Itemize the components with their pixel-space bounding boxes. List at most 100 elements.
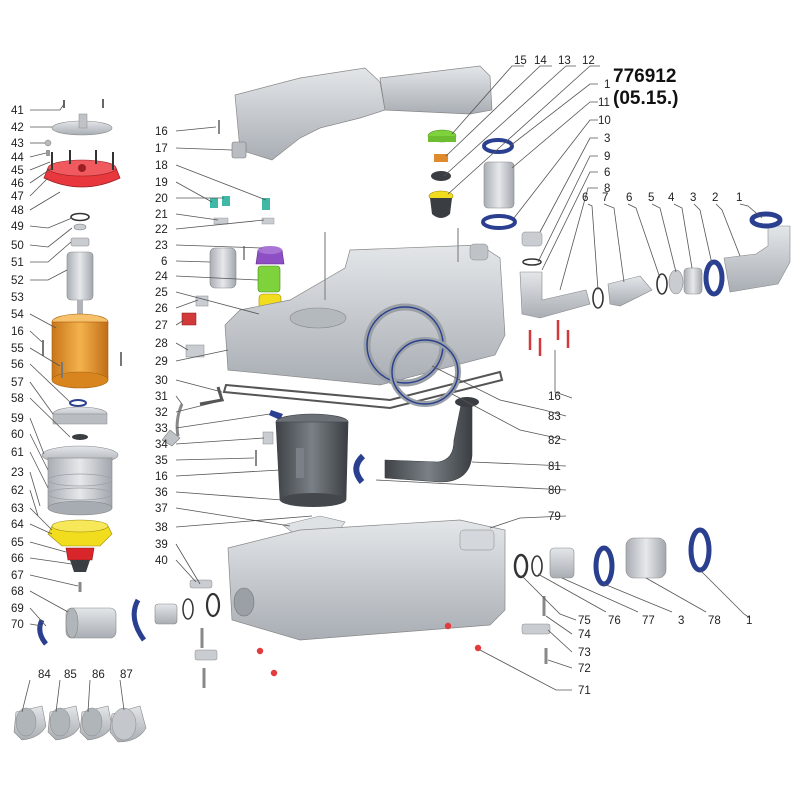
- callout-c29: 29: [155, 356, 168, 368]
- callout-c36: 36: [155, 487, 168, 499]
- outlet-clamp-82: [391, 339, 459, 405]
- foot-2: [270, 669, 278, 677]
- callout-c24: 24: [155, 271, 168, 283]
- coupling-11: [483, 161, 515, 209]
- foot-4: [474, 644, 482, 652]
- callout-c58: 58: [11, 393, 24, 405]
- o-ring-6a: [592, 287, 604, 309]
- callout-c54: 54: [11, 309, 24, 321]
- callout-c37: 37: [155, 503, 168, 515]
- callout-c5: 5: [648, 192, 654, 204]
- nut-67: [70, 560, 90, 572]
- nipple-77: [549, 547, 575, 579]
- part-code-block: 776912 (05.15.): [613, 66, 678, 110]
- valve-body: [430, 198, 452, 218]
- callout-c80: 80: [548, 485, 561, 497]
- callout-c30: 30: [155, 375, 168, 387]
- callout-c18: 18: [155, 160, 168, 172]
- coupling-78: [625, 537, 667, 579]
- clamp-1-top: [482, 138, 514, 154]
- callout-c47: 47: [11, 191, 24, 203]
- elbow-8: [519, 271, 591, 319]
- callout-c50: 50: [11, 240, 24, 252]
- callout-c6b: 6: [604, 167, 610, 179]
- callout-c6d: 6: [626, 192, 632, 204]
- callout-c63: 63: [11, 503, 24, 515]
- callout-c28: 28: [155, 338, 168, 350]
- callout-c6c: 6: [582, 192, 588, 204]
- red-switch-28: [181, 312, 197, 326]
- callout-c83: 83: [548, 411, 561, 423]
- callout-c55: 55: [11, 343, 24, 355]
- black-seal-13: [431, 171, 451, 181]
- screw-40: [189, 579, 213, 589]
- capacitor-24: [209, 247, 237, 289]
- housing-rib-2: [47, 487, 113, 501]
- callout-labels: 4142434445464748495051525354165556575859…: [11, 55, 752, 697]
- callout-c61: 61: [11, 447, 24, 459]
- clip-34: [269, 410, 283, 420]
- callout-c67: 67: [11, 570, 24, 582]
- switch-cap-top: [258, 246, 282, 254]
- clamp-10: [481, 214, 517, 230]
- adapter-86-mouth: [81, 707, 103, 737]
- clamp-1: [749, 211, 783, 229]
- valve-3: [521, 231, 543, 247]
- callout-c16c: 16: [155, 471, 168, 483]
- callout-c46: 46: [11, 178, 24, 190]
- callout-c1b: 1: [736, 192, 742, 204]
- housing-bottom: [47, 500, 113, 516]
- callout-c26: 26: [155, 303, 168, 315]
- callout-c33: 33: [155, 423, 168, 435]
- green-cap-side: [428, 136, 456, 142]
- callout-c17: 17: [155, 143, 168, 155]
- teal-clip-3: [262, 198, 270, 210]
- callout-c75: 75: [578, 615, 591, 627]
- seal-56: [69, 399, 87, 407]
- callout-c68: 68: [11, 586, 24, 598]
- flange-57-side: [52, 413, 108, 425]
- rotor-shaft: [77, 300, 83, 314]
- callout-c6a: 6: [161, 256, 167, 268]
- plug-32: [161, 429, 181, 447]
- callout-c2: 2: [712, 192, 718, 204]
- callout-c10: 10: [598, 115, 611, 127]
- stator-54: [51, 321, 109, 381]
- callout-c62: 62: [11, 485, 24, 497]
- callout-c35: 35: [155, 455, 168, 467]
- callout-c45: 45: [11, 165, 24, 177]
- lower-chamber: [255, 397, 479, 539]
- revision-date: (05.15.): [613, 88, 679, 109]
- callout-c19: 19: [155, 177, 168, 189]
- callout-c41: 41: [11, 105, 24, 117]
- o-ring-76: [531, 555, 543, 577]
- callout-c66: 66: [11, 553, 24, 565]
- seal-75: [513, 553, 529, 579]
- callout-c69: 69: [11, 603, 24, 615]
- callout-c25: 25: [155, 287, 168, 299]
- callout-c72: 72: [578, 663, 591, 675]
- bearing-52: [70, 237, 90, 247]
- callout-c77: 77: [642, 615, 655, 627]
- callout-c11: 11: [598, 97, 610, 109]
- callout-c34: 34: [155, 439, 168, 451]
- callout-c1c: 1: [746, 615, 752, 627]
- adapter-84-mouth: [15, 707, 37, 737]
- callout-c16a: 16: [11, 326, 24, 338]
- callout-c3c: 3: [678, 615, 684, 627]
- callout-c32: 32: [155, 407, 168, 419]
- callout-c3a: 3: [604, 133, 610, 145]
- callout-c49: 49: [11, 221, 24, 233]
- bracket-73: [521, 623, 551, 635]
- inlet-adapter-mouth: [65, 607, 79, 639]
- callout-c23b: 23: [155, 240, 168, 252]
- housing-rib-1: [47, 473, 113, 487]
- tank-box: [459, 529, 495, 551]
- inlet-o-ring: [182, 598, 194, 620]
- callout-c78: 78: [708, 615, 721, 627]
- callout-c86: 86: [92, 669, 105, 681]
- adapter-87-mouth: [111, 707, 137, 741]
- callout-c20: 20: [155, 193, 168, 205]
